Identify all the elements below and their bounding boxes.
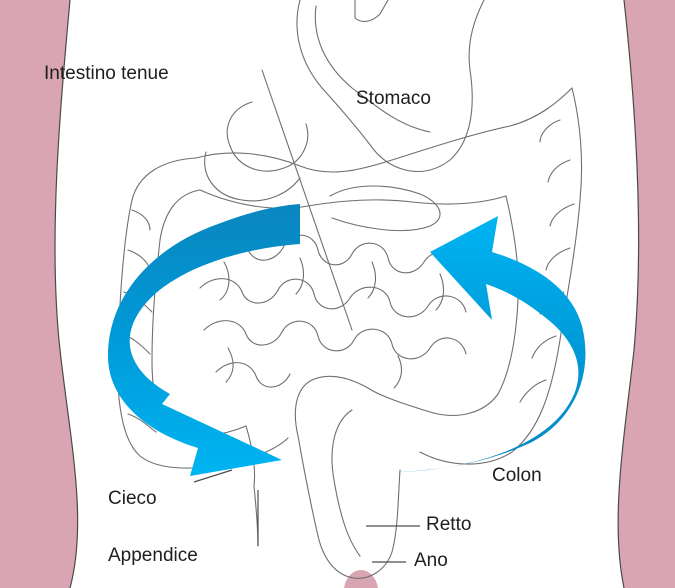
label-anus: Ano [414, 551, 448, 570]
rectum-inner [332, 410, 360, 556]
sigmoid-colon [295, 376, 400, 578]
stomach-outline [297, 0, 484, 171]
esophagus [355, 0, 388, 21]
body-left-side [0, 0, 78, 588]
left-circular-arrow [108, 204, 300, 476]
label-rectum: Retto [426, 515, 471, 534]
gallbladder [205, 152, 300, 201]
body-right-side [618, 0, 675, 588]
pancreas [330, 186, 440, 231]
small-intestine-coils [200, 235, 466, 388]
descending-haustra [520, 120, 574, 402]
duodenum [227, 102, 308, 171]
label-cecum: Cieco [108, 489, 157, 508]
label-stomach: Stomaco [356, 89, 431, 108]
transverse-colon-lower [200, 190, 506, 208]
crotch-skin [344, 570, 378, 588]
label-small-intestine: Intestino tenue [44, 64, 169, 83]
label-appendix: Appendice [108, 546, 198, 565]
mesentery-line [262, 70, 352, 330]
stomach-inner [315, 6, 430, 132]
label-colon: Colon [492, 466, 542, 485]
